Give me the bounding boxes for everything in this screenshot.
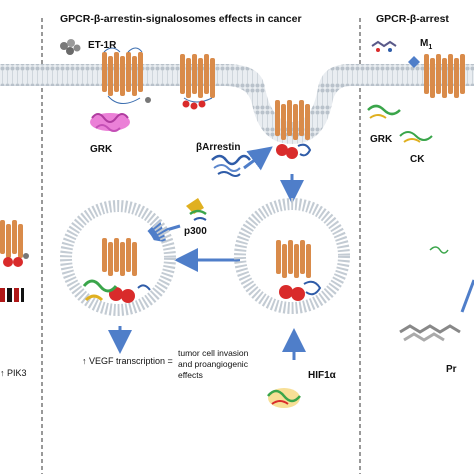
arrow-right-panel — [460, 279, 474, 313]
p300-protein-icon — [186, 198, 207, 221]
gpcr-receptor-2 — [180, 54, 215, 110]
arrow-p300 — [140, 219, 181, 243]
endosome-right — [234, 198, 350, 314]
right-grk-protein-icon — [367, 104, 401, 119]
label-right-receptor: M1 — [420, 38, 432, 51]
grk-protein-icon — [90, 113, 130, 132]
hif1a-protein-icon — [267, 388, 301, 408]
endosome-left — [60, 200, 176, 316]
label-receptor: ET-1R — [88, 40, 117, 51]
label-vegf: ↑ VEGF transcription = — [82, 356, 173, 366]
outcome-line-3: effects — [178, 370, 203, 380]
ligand-et1-icon — [60, 39, 81, 55]
panel-title-center: GPCR-β-arrestin-signalosomes effects in … — [60, 13, 302, 25]
beta-arrestin-protein-icon — [211, 154, 251, 177]
label-barrestin: βArrestin — [196, 142, 240, 153]
label-ck-right: CK — [410, 154, 425, 165]
right-prion-protein-icon — [399, 246, 461, 342]
left-panel-dna-bars — [0, 288, 24, 302]
outcome-line-2: and proangiogenic — [178, 359, 249, 369]
left-panel-receptor — [0, 220, 29, 267]
gpcr-receptor-1 — [102, 47, 151, 104]
right-receptor — [408, 54, 465, 98]
label-grk-right: GRK — [370, 134, 393, 145]
right-ck-protein-icon — [399, 131, 433, 143]
label-hif: HIF1α — [308, 370, 337, 381]
right-ligand-icon — [371, 40, 397, 52]
label-left-partial: ↑ PIK3 — [0, 368, 27, 378]
outcome-line-1: tumor cell invasion — [178, 348, 249, 358]
arrow-arrestin-to-receptor — [243, 146, 273, 171]
plasma-membrane — [0, 64, 474, 144]
label-pr-partial: Pr — [446, 364, 457, 375]
panel-title-right: GPCR-β-arrest — [376, 13, 449, 25]
label-p300: p300 — [184, 226, 207, 237]
label-grk-center: GRK — [90, 144, 113, 155]
gpcr-receptor-internalizing — [275, 100, 312, 159]
